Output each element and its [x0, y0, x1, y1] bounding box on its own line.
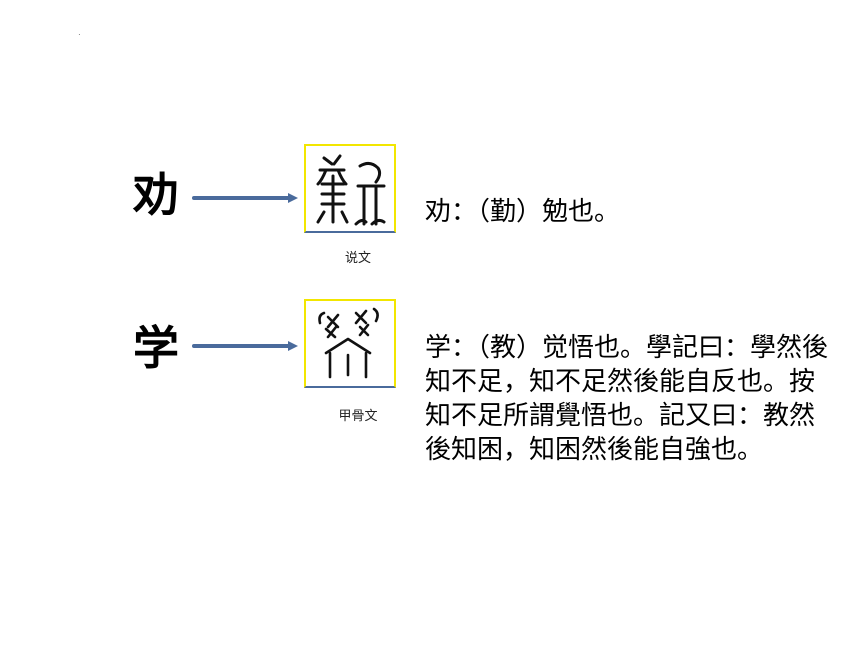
arrow-right-icon: [192, 193, 298, 203]
arrow-right-icon: [192, 341, 298, 351]
caption-shuowen: 说文: [344, 251, 371, 266]
character-xue: 学: [133, 321, 179, 375]
seal-script-glyph-box: [304, 144, 396, 233]
caption-jiaguwen: 甲骨文: [338, 409, 378, 424]
character-quan: 劝: [133, 168, 179, 222]
oracle-bone-glyph-box: [304, 299, 396, 388]
oracle-bone-glyph-xue: [318, 307, 379, 379]
definition-quan: 劝：（勤）勉也。: [425, 197, 621, 227]
definition-xue: 学：（教）觉悟也。學記曰：學然後知不足，知不足然後能自反也。按知不足所謂覺悟也。…: [425, 333, 829, 465]
seal-script-glyph-quan: [316, 154, 386, 226]
corner-mark: ·: [78, 30, 81, 39]
